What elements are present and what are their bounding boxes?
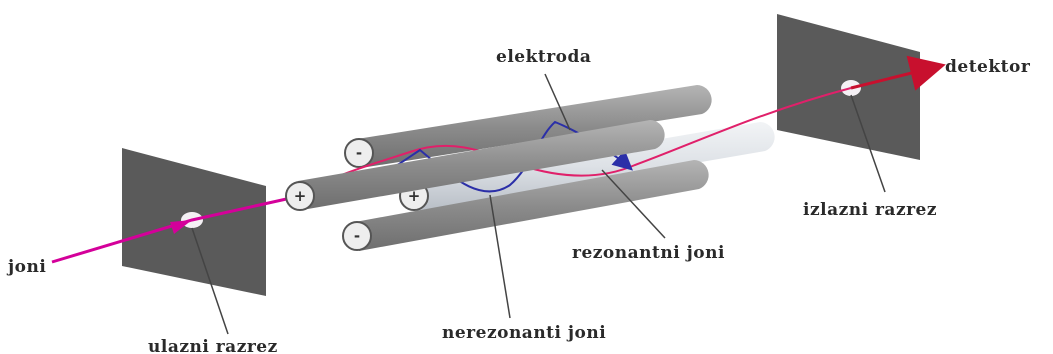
leader-exit-slit [850,94,886,193]
resonant-ion-path [299,87,852,197]
label-detector: detektor [945,57,1031,77]
leader-entrance-slit [191,227,229,335]
label-non-resonant-ions: nerezonanti joni [442,323,606,343]
detector-beam [850,55,946,91]
label-entrance-slit: ulazni razrez [148,337,278,354]
label-resonant-ions: rezonantni joni [572,243,725,263]
label-electrode: elektroda [496,47,591,67]
label-ions: joni [6,257,46,277]
rod-bottom [342,160,709,251]
leader-resonant [601,169,666,239]
rod-bottom-sign: - [354,227,360,245]
label-exit-slit: izlazni razrez [803,200,937,220]
leader-electrode [544,73,571,131]
rod-top-sign: - [356,144,362,162]
ion-beam-arrowhead [170,220,192,234]
rod-right-sign: + [408,187,421,205]
leader-lines [191,73,886,335]
rod-left [285,120,665,211]
rod-left-sign: + [294,187,307,205]
rod-top [344,85,712,168]
leader-non-resonant [489,194,511,319]
